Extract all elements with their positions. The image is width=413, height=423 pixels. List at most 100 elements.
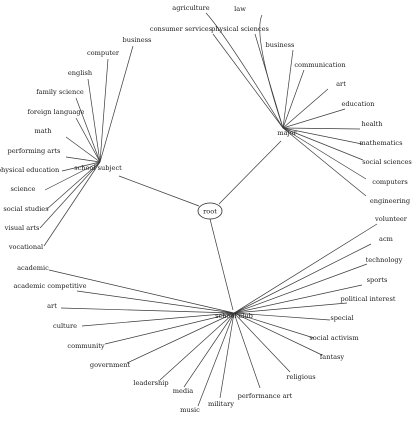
node-club-media: media (173, 387, 193, 395)
edge-club-academic (48, 269, 235, 314)
node-club-academic-competitive: academic competitive (13, 282, 86, 290)
root-node: root (197, 202, 223, 220)
edges-root (118, 140, 282, 311)
node-club-technology: technology (366, 256, 403, 264)
node-club-performance-art: performance art (238, 392, 293, 400)
major-label: major (277, 129, 297, 137)
edge-major-computers (282, 127, 367, 180)
edge-club-sports (233, 284, 363, 314)
node-club-religious: religious (286, 373, 316, 381)
node-major-education: education (342, 100, 376, 108)
node-major-consumer-services: consumer services (150, 25, 213, 33)
node-club-acm: acm (379, 235, 394, 243)
edge-club-acm (233, 243, 372, 314)
edge-club-military (219, 312, 235, 399)
edge-club-volunteer (233, 223, 378, 314)
node-club-sports: sports (367, 276, 388, 284)
edge-club-social-activism (233, 312, 315, 339)
node-club-leadership: leadership (133, 379, 168, 387)
edge-subject-vocational (43, 161, 101, 247)
edge-club-community (104, 312, 235, 345)
node-club-government: government (90, 361, 131, 369)
school-club-label: school club (215, 312, 253, 320)
node-club-art: art (47, 302, 57, 310)
edge-subject-english (87, 78, 101, 163)
edge-major-education (282, 108, 346, 129)
node-subject-performing-arts: performing arts (8, 147, 61, 155)
edge-major-law (259, 14, 284, 129)
edge-major-mathematics (282, 127, 363, 145)
edge-subject-physical-education (61, 161, 101, 172)
edge-root-major (218, 140, 282, 205)
node-major-communication: communication (294, 61, 346, 69)
node-club-political-interest: political interest (341, 295, 396, 303)
node-major-agriculture: agriculture (172, 4, 210, 12)
edge-subject-computer (99, 58, 109, 163)
edge-major-health (282, 127, 361, 130)
node-major-computers: computers (372, 178, 408, 186)
edge-club-academic-competitive (76, 290, 235, 314)
node-subject-business: business (123, 36, 152, 44)
edge-major-social-sciences (282, 127, 364, 161)
edge-subject-visual-arts (39, 161, 101, 229)
node-club-community: community (67, 342, 104, 350)
node-club-fantasy: fantasy (320, 353, 345, 361)
edge-subject-social-studies (46, 161, 101, 210)
edge-club-fantasy (233, 312, 323, 356)
edge-club-media (183, 312, 235, 388)
node-major-health: health (361, 120, 383, 128)
edge-club-religious (233, 312, 291, 373)
school-club-branch: volunteer acm technology sports political in… (13, 215, 407, 414)
edge-root-school-subject (118, 175, 200, 207)
node-club-social-activism: social activism (309, 334, 359, 342)
edge-club-government (126, 312, 235, 364)
node-club-special: special (330, 314, 353, 322)
edge-major-communication (282, 69, 305, 129)
node-club-music: music (180, 406, 200, 414)
node-subject-vocational: vocational (8, 243, 43, 251)
node-major-law: law (234, 5, 246, 13)
edge-club-leadership (159, 312, 235, 381)
edge-major-physical-sciences (254, 33, 284, 129)
major-branch: agriculture law consumer servicesphysical … (150, 4, 413, 205)
node-club-culture: culture (53, 322, 77, 330)
edge-subject-math (65, 136, 101, 163)
edge-subject-family-science (75, 97, 101, 163)
node-subject-foreign-language: foreign language (28, 108, 85, 116)
edge-club-special (233, 312, 331, 321)
root-ellipse (197, 202, 223, 220)
node-major-art: art (336, 80, 346, 88)
node-subject-computer: computer (87, 49, 120, 57)
node-club-military: military (208, 400, 234, 408)
edge-major-business (282, 49, 294, 129)
node-major-physical-sciences: physical sciences (211, 25, 269, 33)
edge-subject-foreign-language (75, 117, 101, 163)
edge-club-art (60, 307, 235, 314)
edge-major-engineering (282, 127, 367, 197)
node-subject-science: science (11, 185, 36, 193)
edge-club-political-interest (233, 302, 348, 314)
edge-club-culture (81, 312, 235, 327)
edge-subject-business (99, 45, 134, 163)
edge-subject-performing-arts (65, 156, 101, 163)
edge-major-agriculture (205, 12, 284, 129)
school-subject-label: school subject (74, 164, 122, 172)
edge-subject-science (44, 161, 101, 191)
node-subject-physical-education: physical education (0, 166, 60, 174)
node-major-mathematics: mathematics (359, 139, 403, 147)
node-subject-visual-arts: visual arts (4, 224, 40, 232)
edge-root-school-club (209, 218, 234, 311)
node-club-volunteer: volunteer (374, 215, 408, 223)
edge-major-consumer-services (212, 33, 284, 129)
node-subject-math: math (34, 127, 52, 135)
edge-club-music (197, 312, 235, 407)
edge-club-technology (233, 263, 368, 314)
node-major-business: business (266, 41, 295, 49)
edge-club-performance-art (233, 312, 261, 389)
node-major-social-sciences: social sciences (362, 158, 412, 166)
node-subject-family-science: family science (36, 88, 84, 96)
edge-major-art (282, 88, 329, 129)
root-label: root (203, 208, 217, 216)
node-subject-social-studies: social studies (3, 205, 49, 213)
